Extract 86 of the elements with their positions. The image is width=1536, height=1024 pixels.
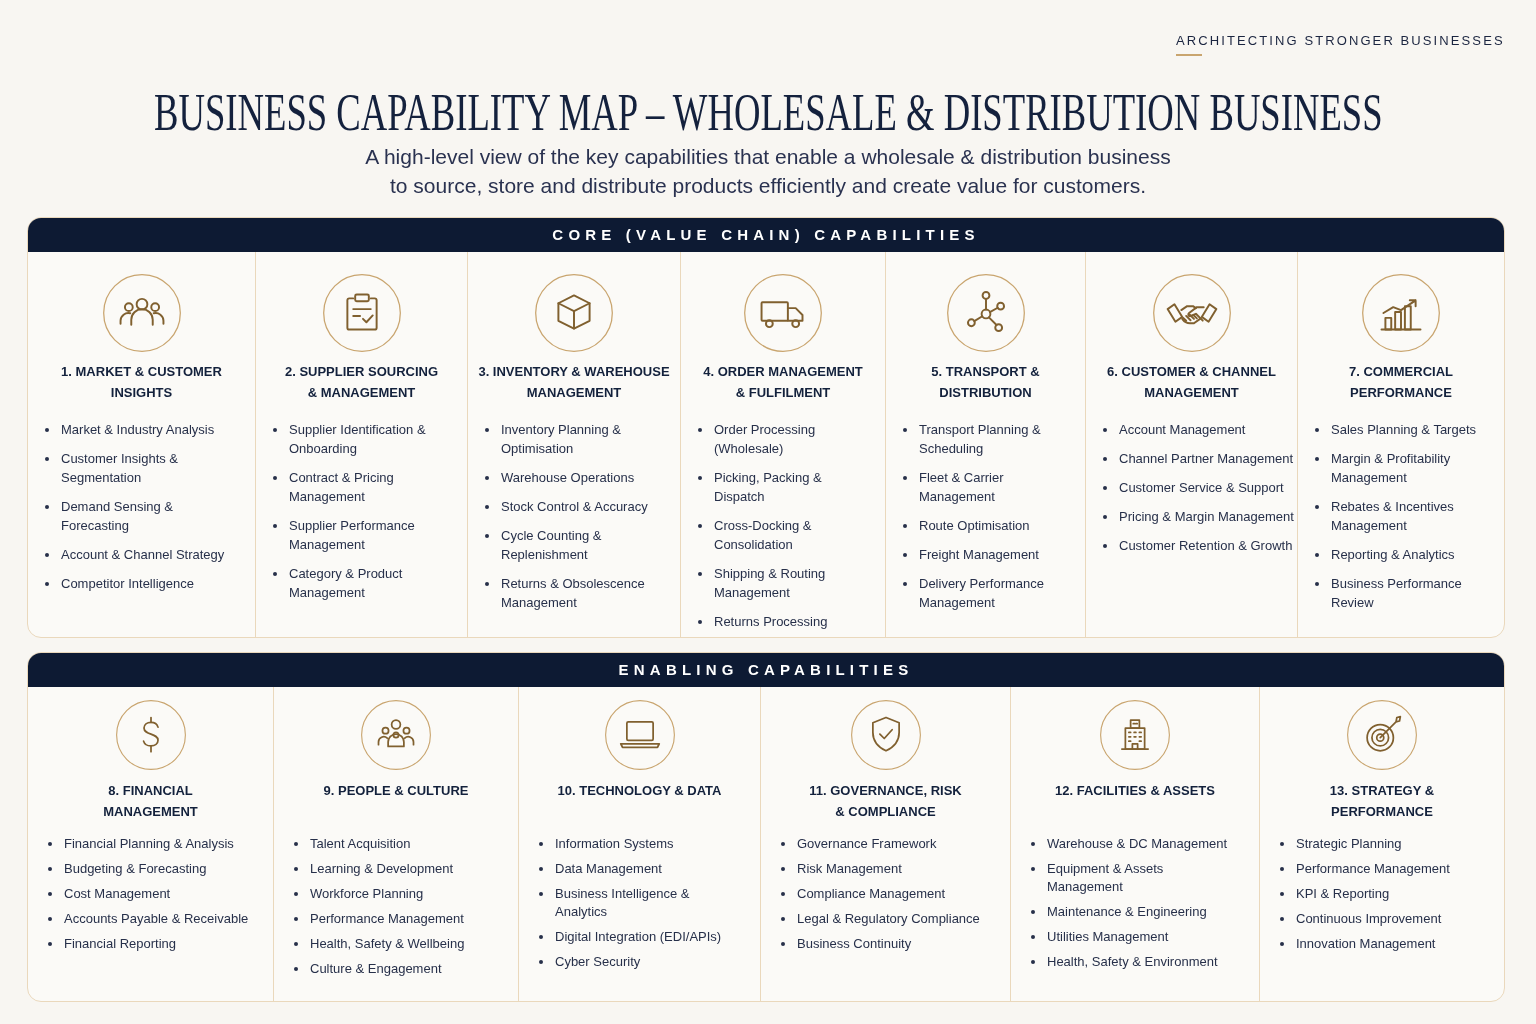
capability-item: Delivery Performance Management (903, 574, 1069, 612)
capability-heading: 8. FINANCIAL MANAGEMENT (102, 781, 199, 821)
capability-item: Customer Insights & Segmentation (45, 449, 233, 487)
capability-item: Contract & Pricing Management (273, 468, 449, 506)
capability-heading: 5. TRANSPORT & DISTRIBUTION (930, 363, 1041, 402)
capability-heading: 10. TECHNOLOGY & DATA (557, 781, 722, 800)
capability-panel (27, 217, 1505, 638)
capability-item: Learning & Development (294, 859, 454, 878)
capability-item: Rebates & Incentives Management (1315, 497, 1491, 535)
section-header: ENABLING CAPABILITIES (28, 653, 1504, 687)
capability-item: Supplier Performance Management (273, 516, 449, 554)
capability-item: Culture & Engagement (294, 959, 442, 978)
capability-item: Health, Safety & Wellbeing (294, 934, 465, 953)
capability-item: Customer Service & Support (1103, 478, 1284, 497)
capability-item: Cycle Counting & Replenishment (485, 526, 661, 564)
capability-item: Equipment & Assets Management (1031, 859, 1232, 896)
capability-heading: 3. INVENTORY & WAREHOUSE MANAGEMENT (477, 363, 671, 402)
capability-item: Talent Acquisition (294, 834, 411, 853)
capability-item: Governance Framework (781, 834, 937, 853)
capability-item: Accounts Payable & Receivable (48, 909, 249, 928)
tagline: ARCHITECTING STRONGER BUSINESSES (1176, 33, 1505, 49)
capability-heading: 11. GOVERNANCE, RISK & COMPLIANCE (808, 781, 963, 821)
capability-item: Continuous Improvement (1280, 909, 1442, 928)
capability-item: Warehouse & DC Management (1031, 834, 1228, 853)
capability-item: Order Processing (Wholesale) (698, 420, 864, 458)
capability-item: Returns & Obsolescence Management (485, 574, 661, 612)
capability-item: Performance Management (294, 909, 464, 928)
capability-item: Compliance Management (781, 884, 946, 903)
capability-item: Information Systems (539, 834, 674, 853)
capability-item: Pricing & Margin Management (1103, 507, 1294, 526)
capability-item: Stock Control & Accuracy (485, 497, 648, 516)
capability-item: Picking, Packing & Dispatch (698, 468, 864, 506)
capability-item: Warehouse Operations (485, 468, 635, 487)
capability-item: Demand Sensing & Forecasting (45, 497, 233, 535)
capability-item: Business Intelligence & Analytics (539, 884, 730, 921)
capability-item: Inventory Planning & Optimisation (485, 420, 661, 458)
capability-item: Utilities Management (1031, 927, 1169, 946)
capability-item: Legal & Regulatory Compliance (781, 909, 980, 928)
capability-item: Channel Partner Management (1103, 449, 1294, 468)
capability-item: Market & Industry Analysis (45, 420, 215, 439)
capability-item: Health, Safety & Environment (1031, 952, 1218, 971)
capability-item: Reporting & Analytics (1315, 545, 1455, 564)
capability-column (1085, 252, 1297, 637)
capability-item: Digital Integration (EDI/APIs) (539, 927, 722, 946)
capability-item: Shipping & Routing Management (698, 564, 864, 602)
capability-item: Route Optimisation (903, 516, 1030, 535)
capability-item: Cyber Security (539, 952, 641, 971)
capability-item: Sales Planning & Targets (1315, 420, 1477, 439)
capability-item: Competitor Intelligence (45, 574, 194, 593)
capability-item: Business Performance Review (1315, 574, 1491, 612)
capability-heading: 6. CUSTOMER & CHANNEL MANAGEMENT (1106, 363, 1277, 402)
capability-item: Data Management (539, 859, 662, 878)
capability-item: Maintenance & Engineering (1031, 902, 1207, 921)
capability-item: Innovation Management (1280, 934, 1436, 953)
capability-heading: 12. FACILITIES & ASSETS (1055, 781, 1215, 800)
capability-item: Fleet & Carrier Management (903, 468, 1069, 506)
page-subtitle: A high-level view of the key capabilities that enable a wholesale & distribution business to source, store and distribute products efficiently and create value for customers. (364, 144, 1172, 199)
capability-heading: 1. MARKET & CUSTOMER INSIGHTS (60, 363, 223, 402)
capability-item: Strategic Planning (1280, 834, 1402, 853)
capability-item: Account Management (1103, 420, 1246, 439)
section-header: CORE (VALUE CHAIN) CAPABILITIES (28, 218, 1504, 252)
capability-item: Cost Management (48, 884, 171, 903)
capability-item: Workforce Planning (294, 884, 424, 903)
capability-item: Returns Processing (698, 612, 828, 631)
capability-heading: 7. COMMERCIAL PERFORMANCE (1348, 363, 1454, 402)
capability-item: KPI & Reporting (1280, 884, 1390, 903)
capability-item: Financial Reporting (48, 934, 176, 953)
capability-heading: 13. STRATEGY & PERFORMANCE (1328, 781, 1436, 821)
capability-item: Transport Planning & Scheduling (903, 420, 1069, 458)
capability-item: Account & Channel Strategy (45, 545, 225, 564)
capability-item: Cross-Docking & Consolidation (698, 516, 864, 554)
capability-item: Customer Retention & Growth (1103, 536, 1293, 555)
capability-item: Freight Management (903, 545, 1039, 564)
capability-item: Business Continuity (781, 934, 912, 953)
capability-heading: 4. ORDER MANAGEMENT & FULFILMENT (702, 363, 864, 402)
page-title: BUSINESS CAPABILITY MAP – WHOLESALE & DISTRIBUTION BUSINESS (153, 85, 1383, 141)
capability-heading: 2. SUPPLIER SOURCING & MANAGEMENT (283, 363, 440, 402)
capability-item: Risk Management (781, 859, 902, 878)
capability-item: Supplier Identification & Onboarding (273, 420, 449, 458)
capability-item: Budgeting & Forecasting (48, 859, 207, 878)
capability-panel (27, 652, 1505, 1002)
capability-heading: 9. PEOPLE & CULTURE (323, 781, 469, 800)
capability-item: Category & Product Management (273, 564, 449, 602)
capability-item: Performance Management (1280, 859, 1450, 878)
capability-item: Margin & Profitability Management (1315, 449, 1491, 487)
capability-item: Financial Planning & Analysis (48, 834, 234, 853)
